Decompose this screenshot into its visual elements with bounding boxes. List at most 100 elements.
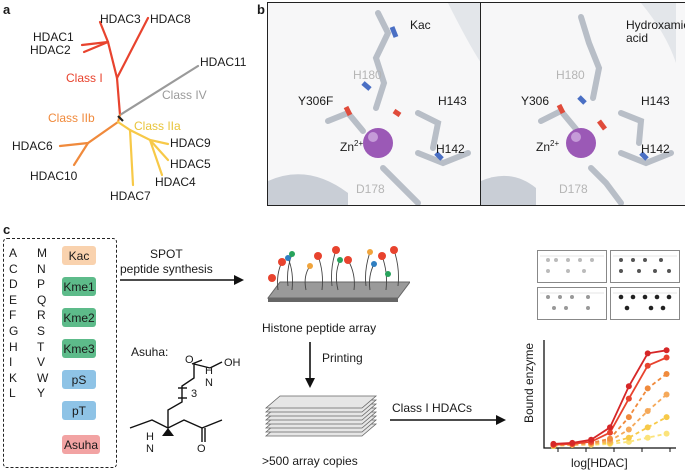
x-axis-label: log[HDAC] — [571, 456, 628, 470]
mod-box-kac: Kac — [62, 246, 96, 265]
aa-letter: D — [9, 277, 18, 292]
peptide-array-illustration — [267, 246, 410, 302]
amino-acids-col1: A C D E F G H I K L — [9, 246, 18, 402]
residue-y306: Y306 — [521, 94, 550, 108]
leaf-hdac8: HDAC8 — [150, 12, 191, 26]
phylogenetic-tree — [58, 16, 200, 187]
aa-letter: E — [9, 292, 18, 307]
atom-o-top: O — [185, 354, 194, 366]
aa-letter: P — [37, 277, 46, 292]
aa-letter: Q — [37, 292, 47, 307]
array-caption: Histone peptide array — [262, 321, 377, 335]
aa-letter: S — [37, 323, 46, 338]
data-point — [625, 395, 632, 402]
data-point — [644, 385, 651, 392]
panel-label-a: a — [3, 2, 11, 17]
residue-h143-right: H143 — [641, 94, 670, 108]
atom-h-hydroxamate: H — [205, 365, 213, 377]
aa-letter: C — [9, 261, 18, 276]
aa-letter: R — [37, 308, 46, 323]
mini-array-3 — [537, 287, 607, 320]
aa-letter: G — [9, 323, 19, 338]
printing-label: Printing — [322, 351, 363, 365]
spot-label: SPOT — [150, 247, 183, 261]
residue-h180-left: H180 — [353, 68, 382, 82]
arrow-spot — [120, 275, 244, 285]
aa-letter: A — [9, 246, 18, 260]
modified-residues: Kac Kme1 Kme2 Kme3 pS pT Asuha — [62, 246, 100, 462]
arrow-hdac — [390, 415, 506, 425]
data-point — [625, 426, 632, 433]
aa-letter: I — [9, 355, 13, 370]
data-point — [550, 440, 557, 447]
mod-box-ps: pS — [62, 370, 96, 389]
spot-label-2: peptide synthesis — [120, 262, 213, 276]
subscript-3: 3 — [191, 388, 198, 400]
data-point — [663, 354, 670, 361]
aa-letter: T — [37, 339, 45, 354]
mini-array-2 — [610, 250, 680, 283]
class-iia-label: Class IIa — [134, 119, 181, 133]
class-iv-label: Class IV — [162, 88, 207, 102]
structure-left: Kac H180 Y306F H143 H142 D178 Zn2+ — [267, 2, 482, 206]
atom-n-hydroxamate: N — [205, 377, 213, 389]
leaf-hdac9: HDAC9 — [170, 136, 211, 150]
spots — [540, 292, 604, 310]
leaf-hdac5: HDAC5 — [170, 157, 211, 171]
aa-letter: N — [37, 261, 46, 276]
residue-h142-left: H142 — [436, 142, 465, 156]
mini-array-4 — [610, 287, 680, 320]
atom-oh: OH — [224, 357, 241, 369]
spots — [613, 255, 677, 273]
data-point — [644, 424, 651, 431]
aa-letter: M — [37, 246, 47, 260]
leaf-hdac11: HDAC11 — [200, 55, 247, 69]
structure-right-render — [481, 3, 685, 205]
residue-d178-left: D178 — [356, 182, 385, 196]
ligand-kac-label: Kac — [410, 18, 431, 32]
leaf-hdac4: HDAC4 — [155, 175, 196, 189]
aa-letter: W — [37, 370, 49, 385]
residue-h143-left: H143 — [438, 94, 467, 108]
leaf-hdac6: HDAC6 — [12, 139, 53, 153]
asuha-label: Asuha: — [131, 345, 169, 359]
zinc-ion-left: Zn2+ — [340, 139, 364, 154]
mod-box-pt: pT — [62, 401, 96, 420]
data-point — [663, 391, 670, 398]
mod-box-kme2: Kme2 — [62, 308, 96, 327]
building-block-box — [3, 238, 117, 468]
atom-o-bottom: O — [197, 443, 206, 455]
aa-letter: K — [9, 370, 18, 385]
binding-curve-chart — [543, 340, 676, 452]
mod-box-asuha: Asuha — [62, 435, 100, 454]
mod-box-kme3: Kme3 — [62, 339, 96, 358]
panel-label-c: c — [3, 222, 11, 237]
y-axis-label: Bound enzyme — [522, 342, 536, 424]
data-point — [607, 435, 613, 442]
data-point — [569, 439, 576, 446]
hdac-step-label: Class I HDACs — [392, 401, 473, 415]
data-point — [644, 362, 651, 369]
spots — [540, 255, 604, 273]
data-point — [588, 436, 595, 443]
array-copies-stack — [264, 395, 378, 437]
data-point — [663, 430, 670, 437]
amino-acids-col2: M N P Q R S T V W Y — [37, 246, 48, 402]
data-point — [625, 414, 632, 421]
class-iib-label: Class IIb — [48, 111, 95, 125]
aa-letter: F — [9, 308, 17, 323]
leaf-hdac7: HDAC7 — [110, 189, 151, 203]
chart-axes — [543, 340, 676, 449]
data-point — [663, 370, 670, 377]
data-point — [607, 429, 613, 436]
asuha-structure — [129, 359, 223, 442]
aa-letter: L — [9, 386, 16, 401]
atom-h-amide: H — [146, 431, 154, 443]
structure-left-render — [268, 3, 481, 205]
data-point — [644, 407, 651, 414]
panel-label-b: b — [257, 2, 265, 17]
copies-caption: >500 array copies — [262, 454, 358, 468]
data-point — [625, 434, 632, 441]
